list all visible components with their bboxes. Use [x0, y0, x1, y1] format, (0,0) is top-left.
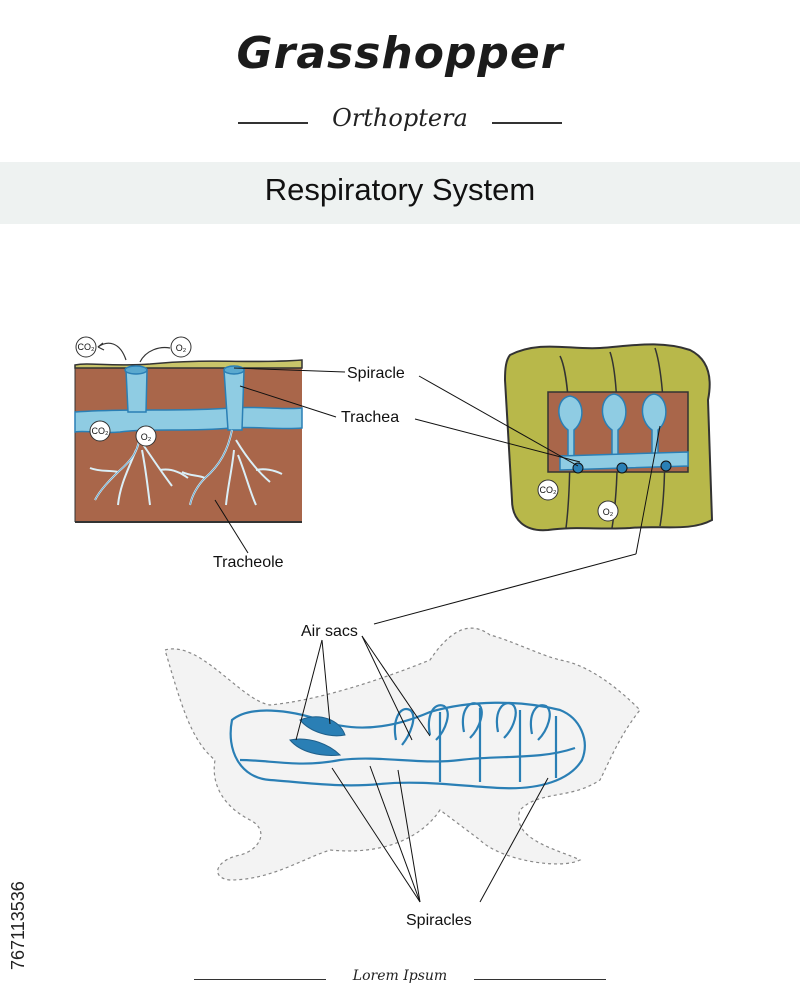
co2-label-top: CO₂ [78, 342, 96, 352]
subtitle-divider [0, 104, 800, 140]
footer-right-rule [474, 979, 606, 980]
co2-bubble-mid [89, 420, 111, 442]
tracheal-network [229, 701, 586, 790]
label-tracheole: Tracheole [213, 554, 284, 571]
spiracle-tube-left [125, 369, 148, 413]
label-air-sacs: Air sacs [301, 623, 358, 640]
air-sac-small [289, 738, 342, 756]
grasshopper-outline [164, 627, 641, 881]
subtitle-right-rule [492, 122, 562, 124]
label-trachea: Trachea [341, 409, 399, 426]
section-title: Respiratory System [264, 172, 536, 207]
co2-bubble-right [537, 479, 559, 501]
o2-label-mid: O₂ [141, 432, 152, 442]
leader-lines [214, 367, 661, 903]
co2-label-mid: CO₂ [92, 426, 110, 436]
trachea-tube [74, 406, 303, 434]
subtitle-left-rule [238, 122, 308, 124]
cuticle-surface [74, 359, 303, 369]
tissue-cross-section: CO₂ O₂ CO₂ O₂ [74, 336, 303, 523]
co2-bubble-top [75, 336, 97, 358]
co2-label-right: CO₂ [540, 485, 558, 495]
o2-label-right: O₂ [603, 507, 614, 517]
body-silhouette [164, 627, 641, 881]
tissue-block [75, 368, 302, 521]
stock-id-text: 767113536 [8, 881, 28, 970]
label-spiracles: Spiracles [406, 912, 472, 929]
o2-bubble-top [170, 336, 192, 358]
page-subtitle: Orthoptera [332, 104, 468, 132]
o2-bubble-right [597, 500, 619, 522]
abdomen-segment-detail: CO₂ O₂ [503, 343, 714, 532]
page-title: Grasshopper [236, 28, 564, 79]
o2-bubble-mid [135, 425, 157, 447]
spiracle-tube-right [223, 369, 245, 431]
footer-left-rule [194, 979, 326, 980]
stock-id-vertical: 767113536 [6, 770, 32, 970]
air-sac-large [299, 716, 346, 737]
segment-air-sacs [558, 393, 667, 463]
footer-text: Lorem Ipsum [352, 968, 448, 984]
section-band [0, 162, 800, 224]
label-spiracle: Spiracle [347, 365, 405, 382]
o2-label-top: O₂ [176, 343, 187, 353]
